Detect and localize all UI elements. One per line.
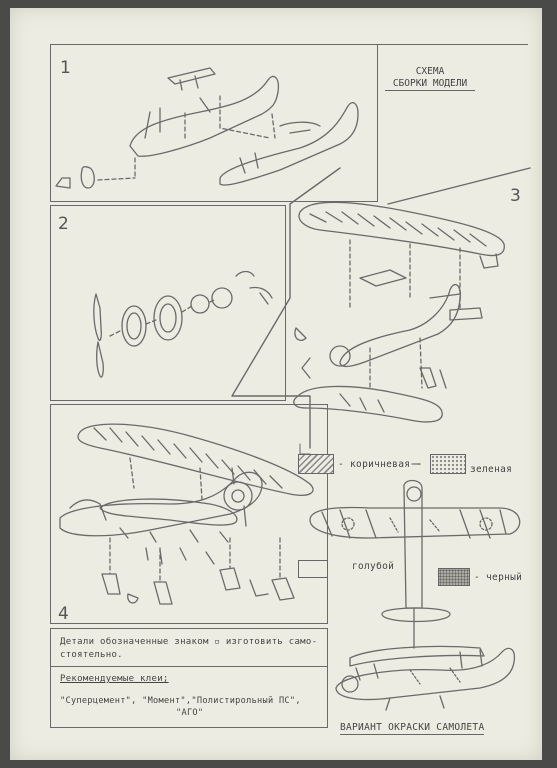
glues-line-1: "Суперцемент", "Момент","Полистирольный …	[60, 696, 301, 706]
self-made-note-line-2: стоятельно.	[60, 650, 123, 660]
panel-4-frame	[50, 404, 328, 624]
color-variant-caption: ВАРИАНТ ОКРАСКИ САМОЛЕТА	[340, 722, 485, 735]
panel-number-4: 4	[58, 604, 69, 624]
panel-number-1: 1	[60, 58, 71, 78]
panel-1-frame	[50, 44, 378, 202]
glues-line-2: "АГО"	[176, 708, 204, 718]
notes-divider	[50, 666, 328, 667]
title-line-2: СБОРКИ МОДЕЛИ	[385, 78, 475, 91]
panel-4-assembly-drawing	[59, 423, 314, 605]
notes-frame	[50, 628, 328, 728]
glues-heading: Рекомендуемые клеи;	[60, 674, 169, 684]
black-swatch	[438, 568, 470, 586]
blue-swatch	[298, 560, 328, 578]
panel-number-3: 3	[510, 186, 521, 206]
self-made-note-line-1: Детали обозначенные знаком ▫ изготовить …	[60, 637, 318, 647]
brown-label: - коричневая -	[338, 459, 423, 470]
blue-label: голубой	[352, 561, 395, 572]
green-swatch	[430, 454, 466, 474]
color-scheme-side-view	[335, 645, 516, 711]
assembly-drawings	[55, 67, 531, 711]
panel-1-fuselage-drawing	[55, 67, 359, 189]
panel-number-2: 2	[58, 214, 69, 234]
panel-2-frame	[50, 205, 286, 401]
panel-3-wings-drawing	[293, 201, 505, 423]
page-title: СХЕМА СБОРКИ МОДЕЛИ	[385, 66, 475, 91]
panel-2-engine-drawing	[93, 270, 273, 378]
instruction-sheet: СХЕМА СБОРКИ МОДЕЛИ 1 2 3 4	[10, 8, 542, 760]
title-line-1: СХЕМА	[415, 66, 445, 77]
brown-swatch	[298, 454, 334, 474]
color-scheme-top-view	[309, 479, 521, 649]
green-label: зеленая	[470, 464, 513, 475]
black-label: - черный	[474, 572, 523, 583]
